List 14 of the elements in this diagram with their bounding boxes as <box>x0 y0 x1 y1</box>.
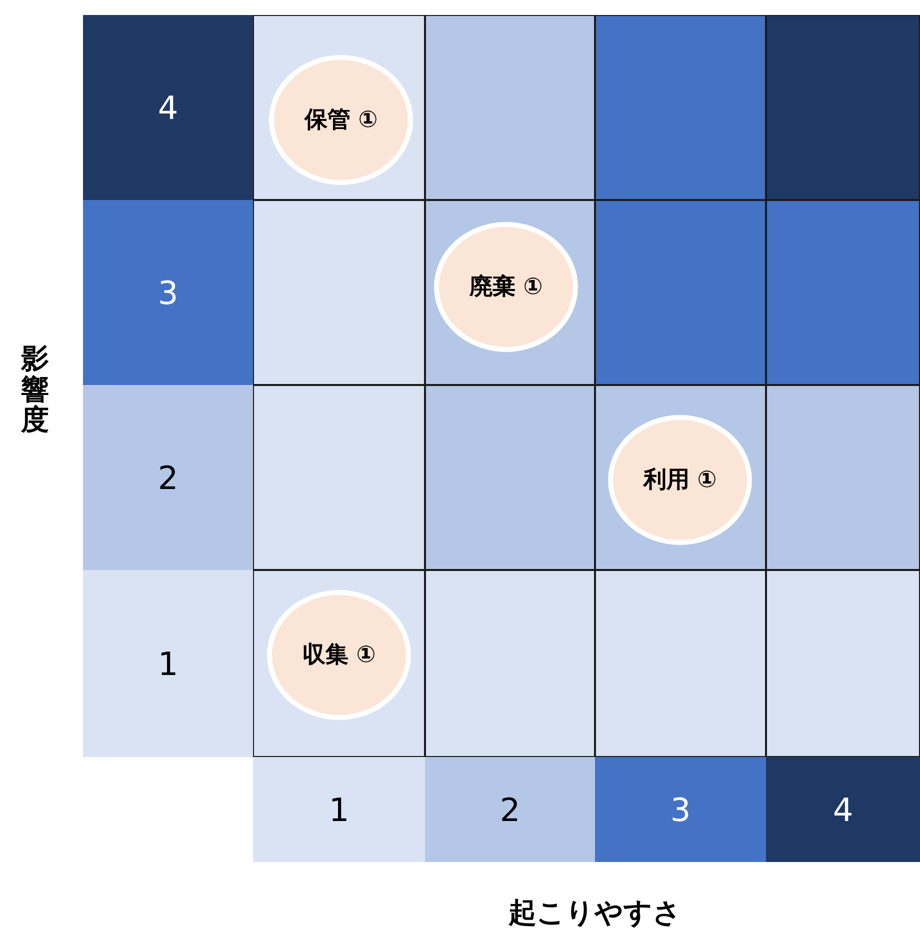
axis-value: 3 <box>670 790 691 828</box>
risk-label: 利用 ① <box>643 466 717 495</box>
axis-value: 4 <box>158 88 178 126</box>
risk-label: 廃棄 ① <box>469 272 543 302</box>
axis-value: 4 <box>832 790 854 828</box>
risk-label: 収集 ① <box>302 640 376 670</box>
axis-value: 2 <box>158 458 178 496</box>
risk-label: 保管 ① <box>304 106 378 135</box>
axis-value: 2 <box>500 790 520 828</box>
axis-title: 影響度 <box>21 344 49 436</box>
axis-title: 起こりやすさ <box>508 895 682 931</box>
axis-value: 3 <box>158 274 178 312</box>
axis-value: 1 <box>328 790 350 828</box>
axis-value: 1 <box>158 644 178 682</box>
